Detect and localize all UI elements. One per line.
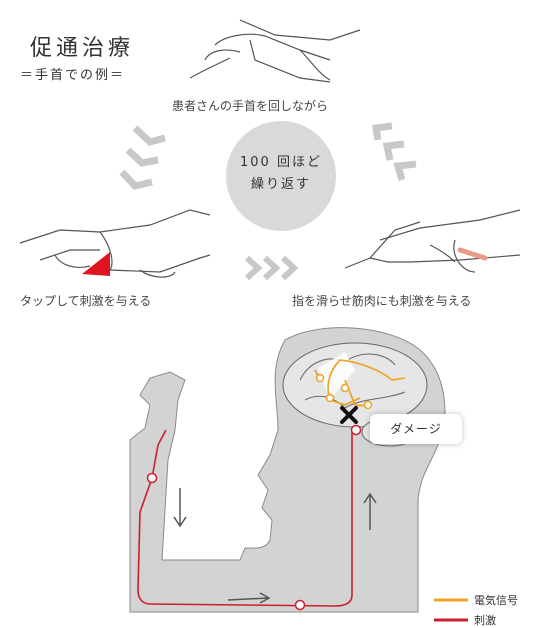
repeat-count: 100 回ほど [240,155,322,170]
diagram-title: 促通治療 [30,36,135,61]
step-left-caption: タップして刺激を与える [20,294,152,308]
direction-arrows [173,488,377,604]
diagram-subtitle: ＝手首での例＝ [20,68,126,83]
stimulus-node [350,424,362,436]
legend-stimulus-label: 刺激 [474,614,496,627]
damage-x-icon [340,406,358,424]
signal-node [315,373,325,383]
stimulus-node [294,599,306,611]
chevron-arrows-middle-icon [244,255,299,281]
down-arrow-icon [173,488,187,528]
legend-signal-label: 電気信号 [474,594,518,607]
repeat-text: 100 回ほど 繰り返す [226,152,336,196]
damage-callout: ダメージ [370,414,462,444]
chevron-arrows-right-icon [371,122,417,181]
repeat-label: 繰り返す [250,177,311,192]
stimulus-path [137,428,353,607]
signal-node [325,393,335,403]
left-hands-illustration [19,209,211,278]
tap-triangle-icon [82,252,110,276]
up-arrow-icon [363,492,377,530]
right-hands-illustration [344,209,521,273]
finger-slide-mark [457,247,488,261]
right-arrow-icon [227,592,271,604]
repeat-circle [226,121,336,231]
stimulus-node [146,472,158,484]
signal-node [340,383,350,393]
signal-node [363,400,373,410]
step-right-caption: 指を滑らせ筋肉にも刺激を与える [292,294,472,308]
step-top-caption: 患者さんの手首を回しながら [172,99,329,113]
chevron-arrows-left-icon [119,125,166,190]
top-hands-illustration [189,19,361,83]
